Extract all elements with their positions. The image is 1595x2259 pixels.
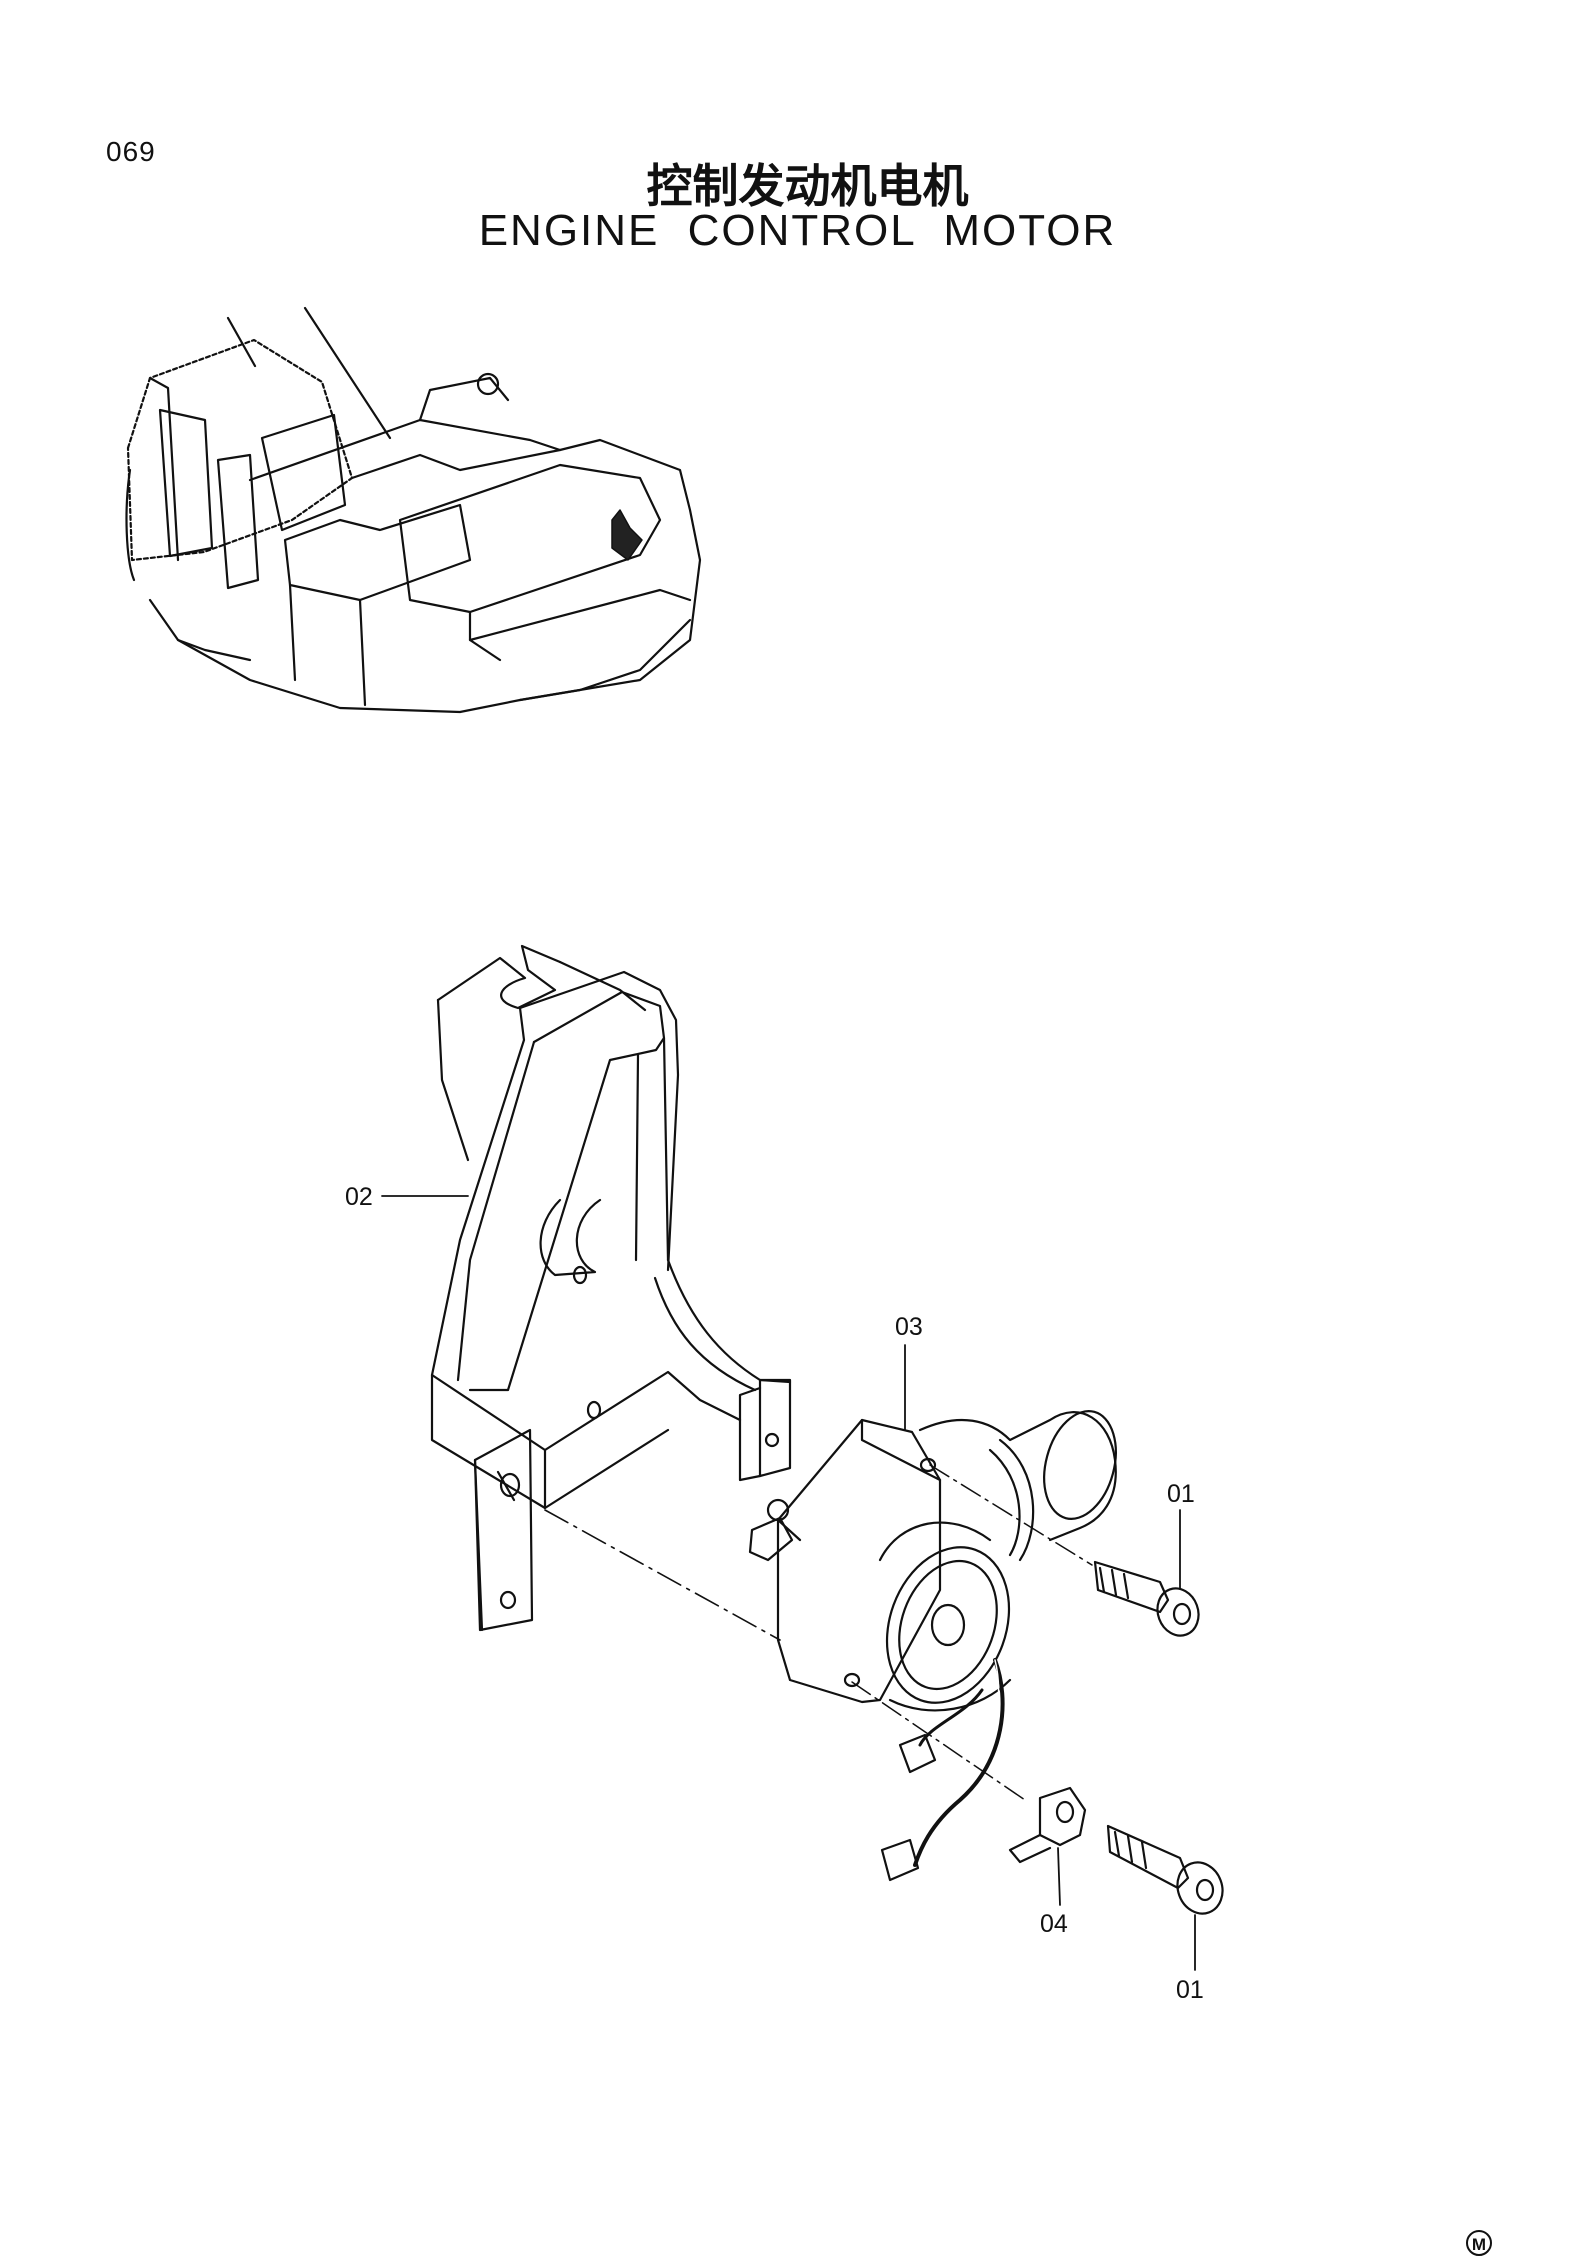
bolt-part-01-upper (929, 1464, 1200, 1637)
bracket-part-02 (381, 944, 792, 1632)
callout-clamp: 04 (1040, 1910, 1068, 1938)
title-english: ENGINE CONTROL MOTOR (478, 206, 1117, 255)
callout-bolt-lower: 01 (1176, 1976, 1204, 2004)
excavator-location-view (125, 306, 702, 714)
callout-bracket: 02 (345, 1183, 373, 1211)
motor-part-03 (748, 1344, 1117, 1882)
callout-bolt-upper: 01 (1167, 1480, 1195, 1508)
bolt-part-01-lower (851, 1681, 1224, 1971)
title-chinese: 控制发动机电机 (646, 159, 969, 213)
registered-mark: M (1466, 2230, 1492, 2256)
clamp-part-04 (1008, 1786, 1087, 1906)
page-number: 069 (106, 136, 156, 167)
callout-motor: 03 (895, 1313, 923, 1341)
